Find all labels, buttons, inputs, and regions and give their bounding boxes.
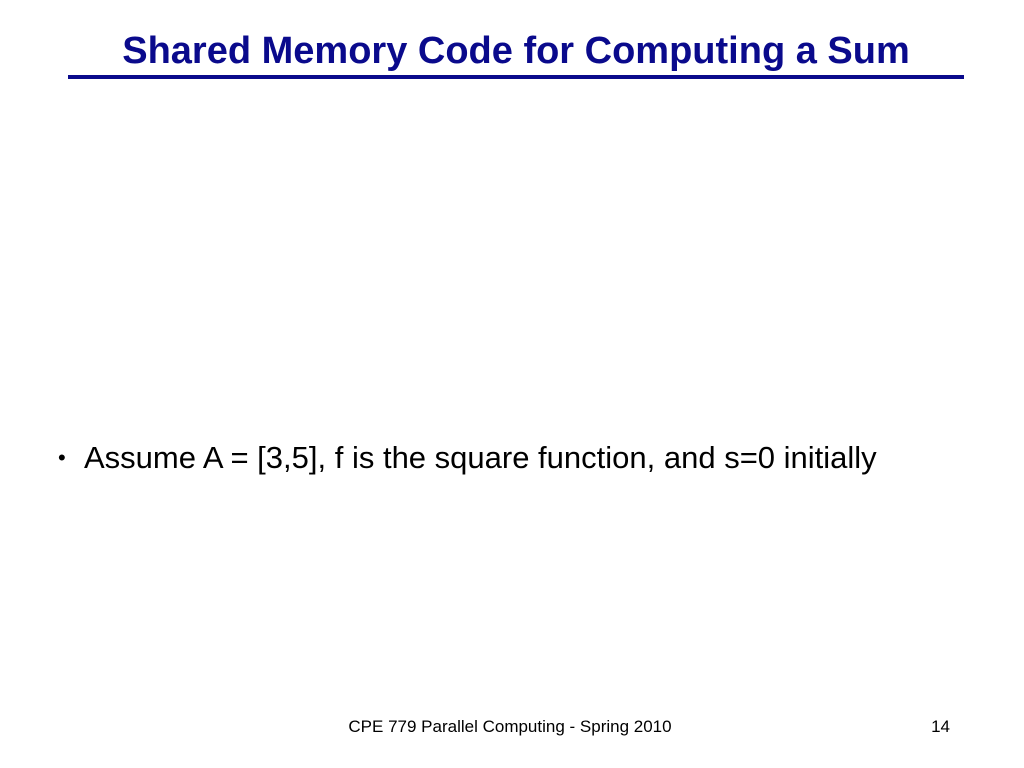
page-number: 14	[931, 717, 950, 736]
slide-title: Shared Memory Code for Computing a Sum	[122, 30, 910, 72]
bullet-text: Assume A = [3,5], f is the square functi…	[84, 440, 877, 475]
bullet-item: • Assume A = [3,5], f is the square funct…	[58, 438, 978, 478]
title-underline	[68, 75, 964, 79]
bullet-marker: •	[58, 445, 66, 470]
footer-course: CPE 779 Parallel Computing - Spring 2010	[348, 717, 672, 736]
